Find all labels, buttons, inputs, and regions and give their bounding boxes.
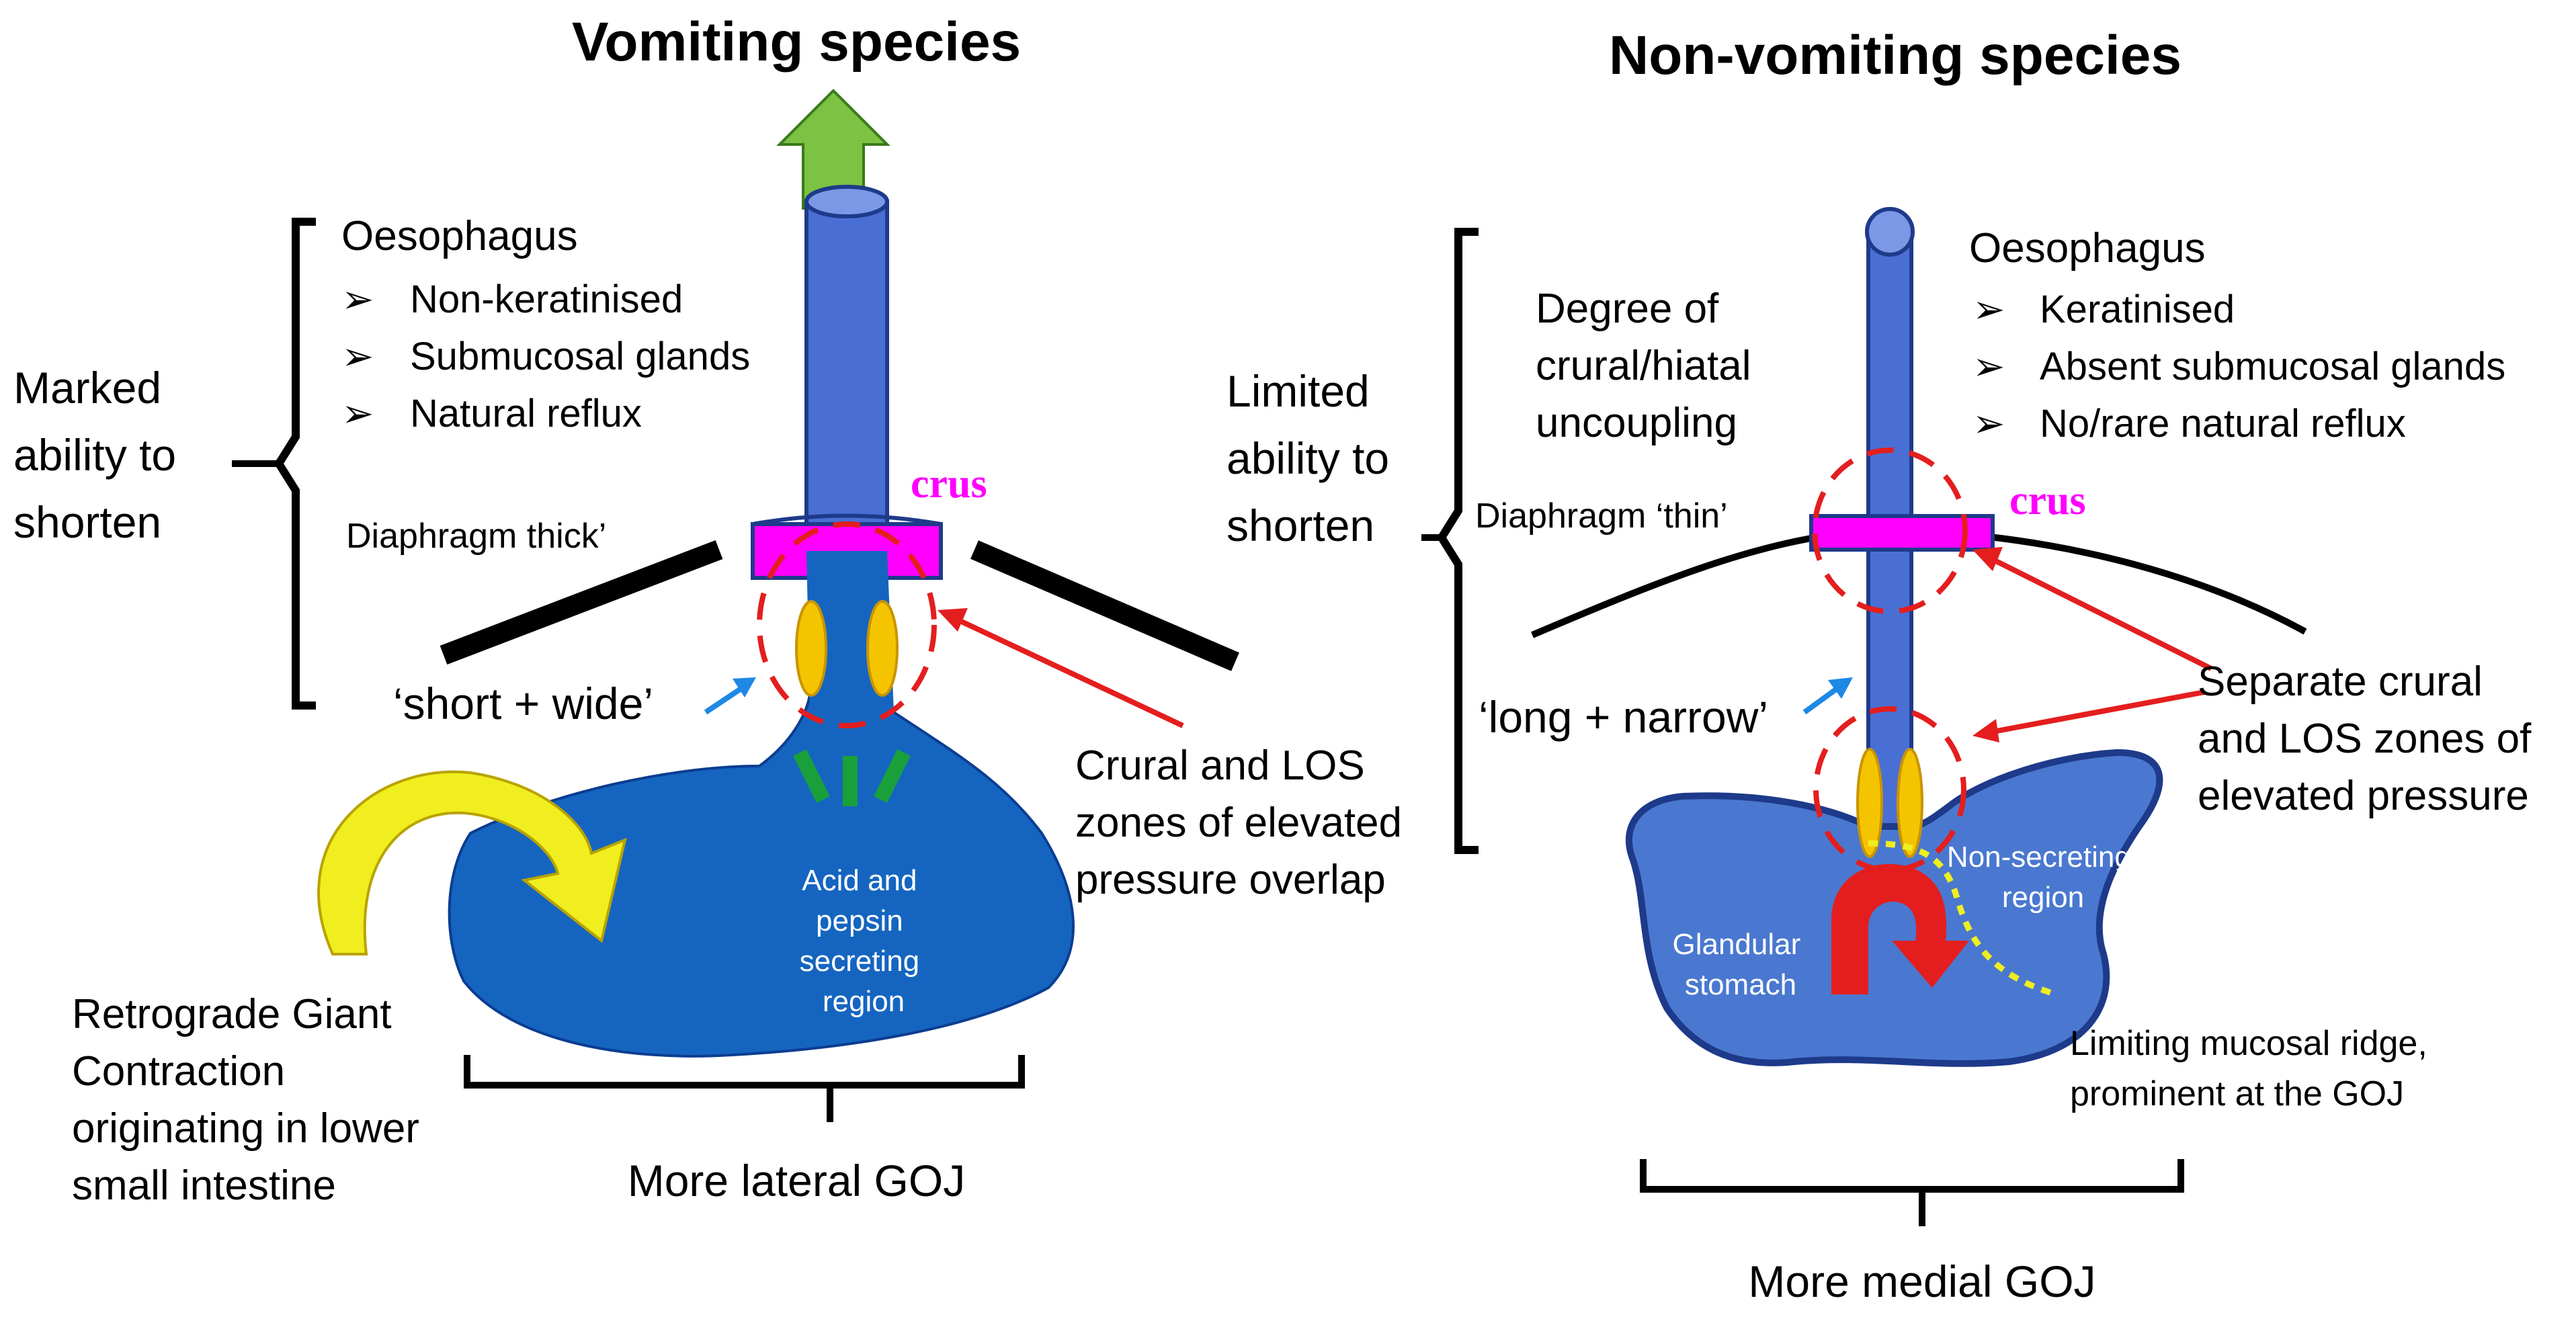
retrograde-contraction-arrow-icon <box>317 770 627 955</box>
mucosal-ridge-line <box>1868 840 2058 998</box>
left-pressure-note: Crural and LOS zones of elevated pressur… <box>1075 742 1413 903</box>
right-shape-arrow-head-icon <box>1828 677 1853 699</box>
right-goj-bracket <box>1640 1159 2184 1226</box>
left-oesophagus-list: ➢ Non-keratinised ➢ Submucosal glands ➢ … <box>341 278 750 435</box>
right-diaphragm-label: Diaphragm ‘thin’ <box>1475 497 1728 536</box>
right-list-arrow-icon: ➢ <box>1972 288 2005 331</box>
left-list-arrow-icon: ➢ <box>341 335 374 378</box>
left-oesophagus-bracket <box>274 218 316 710</box>
left-shorten-label: Marked ability to shorten <box>13 363 188 547</box>
right-ridge-note: Limiting mucosal ridge, prominent at the… <box>2070 1024 2437 1113</box>
left-list-item: Non-keratinised <box>410 278 683 321</box>
left-shape-arrow <box>704 683 748 715</box>
left-pressure-zone <box>757 521 937 728</box>
left-list-arrow-icon: ➢ <box>341 392 374 435</box>
right-uncoupling-note: Degree of crural/hiatal uncoupling <box>1536 286 1763 446</box>
right-oesophagus-opening <box>1865 207 1915 257</box>
right-pressure-pointer-head-icon <box>1972 547 2003 571</box>
right-los-pressure-zone <box>1813 706 1966 873</box>
right-non-secreting-label: Non-secreting region <box>1947 841 2139 914</box>
left-goj-bracket <box>464 1055 1025 1122</box>
left-diaphragm-label: Diaphragm thick’ <box>346 517 606 556</box>
left-diaphragm <box>440 540 1239 671</box>
left-goj-label: More lateral GOJ <box>628 1156 965 1205</box>
right-oesophagus-bracket <box>1436 228 1479 854</box>
right-list-arrow-icon: ➢ <box>1972 402 2005 445</box>
left-oesophagus-heading: Oesophagus <box>341 213 578 259</box>
right-pressure-note: Separate crural and LOS zones of elevate… <box>2198 658 2543 819</box>
right-list-arrow-icon: ➢ <box>1972 345 2005 388</box>
left-secreting-region-label: Acid and pepsin secreting region <box>800 864 928 1018</box>
left-stomach <box>448 691 1075 1058</box>
right-shorten-label: Limited ability to shorten <box>1227 366 1401 550</box>
left-pressure-pointer-head-icon <box>938 608 968 632</box>
right-oesophagus-heading: Oesophagus <box>1969 225 2206 271</box>
vomiting-species-panel: Vomiting species Marked ability to short… <box>13 11 1413 1209</box>
right-crural-pressure-zone <box>1812 448 1968 614</box>
right-pressure-pointer-upper <box>1988 555 2212 671</box>
left-shape-label: ‘short + wide’ <box>393 679 653 728</box>
left-los-oval <box>795 600 827 697</box>
left-pressure-pointer <box>953 615 1184 728</box>
right-list-item: Keratinised <box>2040 288 2235 331</box>
left-oesophagus-opening <box>804 185 889 218</box>
right-list-item: Absent submucosal glands <box>2040 345 2505 388</box>
non-vomiting-species-panel: Non-vomiting species Limited ability to … <box>1227 25 2543 1306</box>
secretion-arrow-icon <box>874 749 911 803</box>
left-rgc-note: Retrograde Giant Contraction originating… <box>72 991 431 1209</box>
left-los-oval <box>866 600 899 697</box>
right-glandular-label: Glandular stomach <box>1672 928 1809 1001</box>
left-list-item: Natural reflux <box>410 392 642 435</box>
left-oesophagus-tube <box>804 200 889 553</box>
right-goj-label: More medial GOJ <box>1748 1257 2095 1306</box>
right-los-oval <box>1897 748 1923 858</box>
left-crus-band-edge <box>752 513 942 526</box>
right-title: Non-vomiting species <box>1609 25 2182 86</box>
right-shape-label: ‘long + narrow’ <box>1479 692 1768 742</box>
right-pressure-pointer-lower <box>1989 689 2205 735</box>
left-list-item: Submucosal glands <box>410 335 750 378</box>
secretion-arrows <box>793 749 911 806</box>
right-pressure-pointer-head-icon <box>1972 719 1999 742</box>
left-list-arrow-icon: ➢ <box>341 278 374 321</box>
right-los-oval <box>1856 748 1883 858</box>
left-crus-label: crus <box>911 461 987 507</box>
secretion-arrow-icon <box>793 749 830 803</box>
right-list-item: No/rare natural reflux <box>2040 402 2406 445</box>
reflux-blocked-arrow-icon <box>1831 863 1969 994</box>
right-crus-label: crus <box>2009 478 2086 523</box>
right-oesophagus-list: ➢ Keratinised ➢ Absent submucosal glands… <box>1972 288 2505 445</box>
left-shape-arrow-head-icon <box>733 677 756 697</box>
left-title: Vomiting species <box>572 11 1021 73</box>
